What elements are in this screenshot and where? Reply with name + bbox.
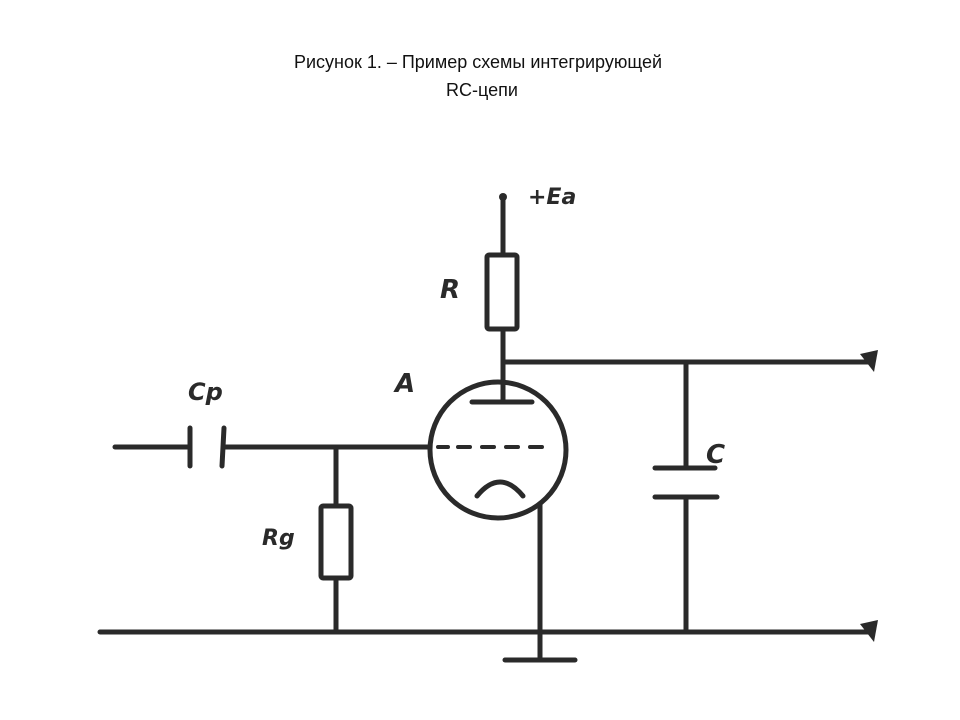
figure-caption-line2: RC-цепи	[446, 80, 518, 100]
output-top-terminal	[860, 350, 878, 372]
figure-caption-line1: Рисунок 1. – Пример схемы интегрирующей	[293, 52, 663, 72]
grid-resistor-label: Rg	[262, 526, 295, 551]
output-top-wire	[500, 350, 878, 372]
supply-label: +Ea	[528, 185, 576, 210]
triode-tube: A	[393, 367, 569, 521]
coupling-capacitor: Cp	[112, 378, 433, 469]
anode-resistor: R	[440, 252, 520, 373]
grid-resistor: Rg	[262, 444, 354, 635]
resistor-label: R	[440, 275, 460, 305]
capacitor-label: C	[706, 440, 725, 470]
cathode-lead	[502, 502, 578, 663]
integrating-capacitor: C	[652, 359, 725, 635]
tube-cathode	[474, 479, 526, 499]
bottom-common-wire	[97, 620, 878, 642]
coupling-capacitor-label: Cp	[188, 378, 223, 406]
supply-terminal: +Ea	[499, 185, 576, 258]
output-bottom-terminal	[860, 620, 878, 642]
anode-label: A	[393, 369, 415, 399]
